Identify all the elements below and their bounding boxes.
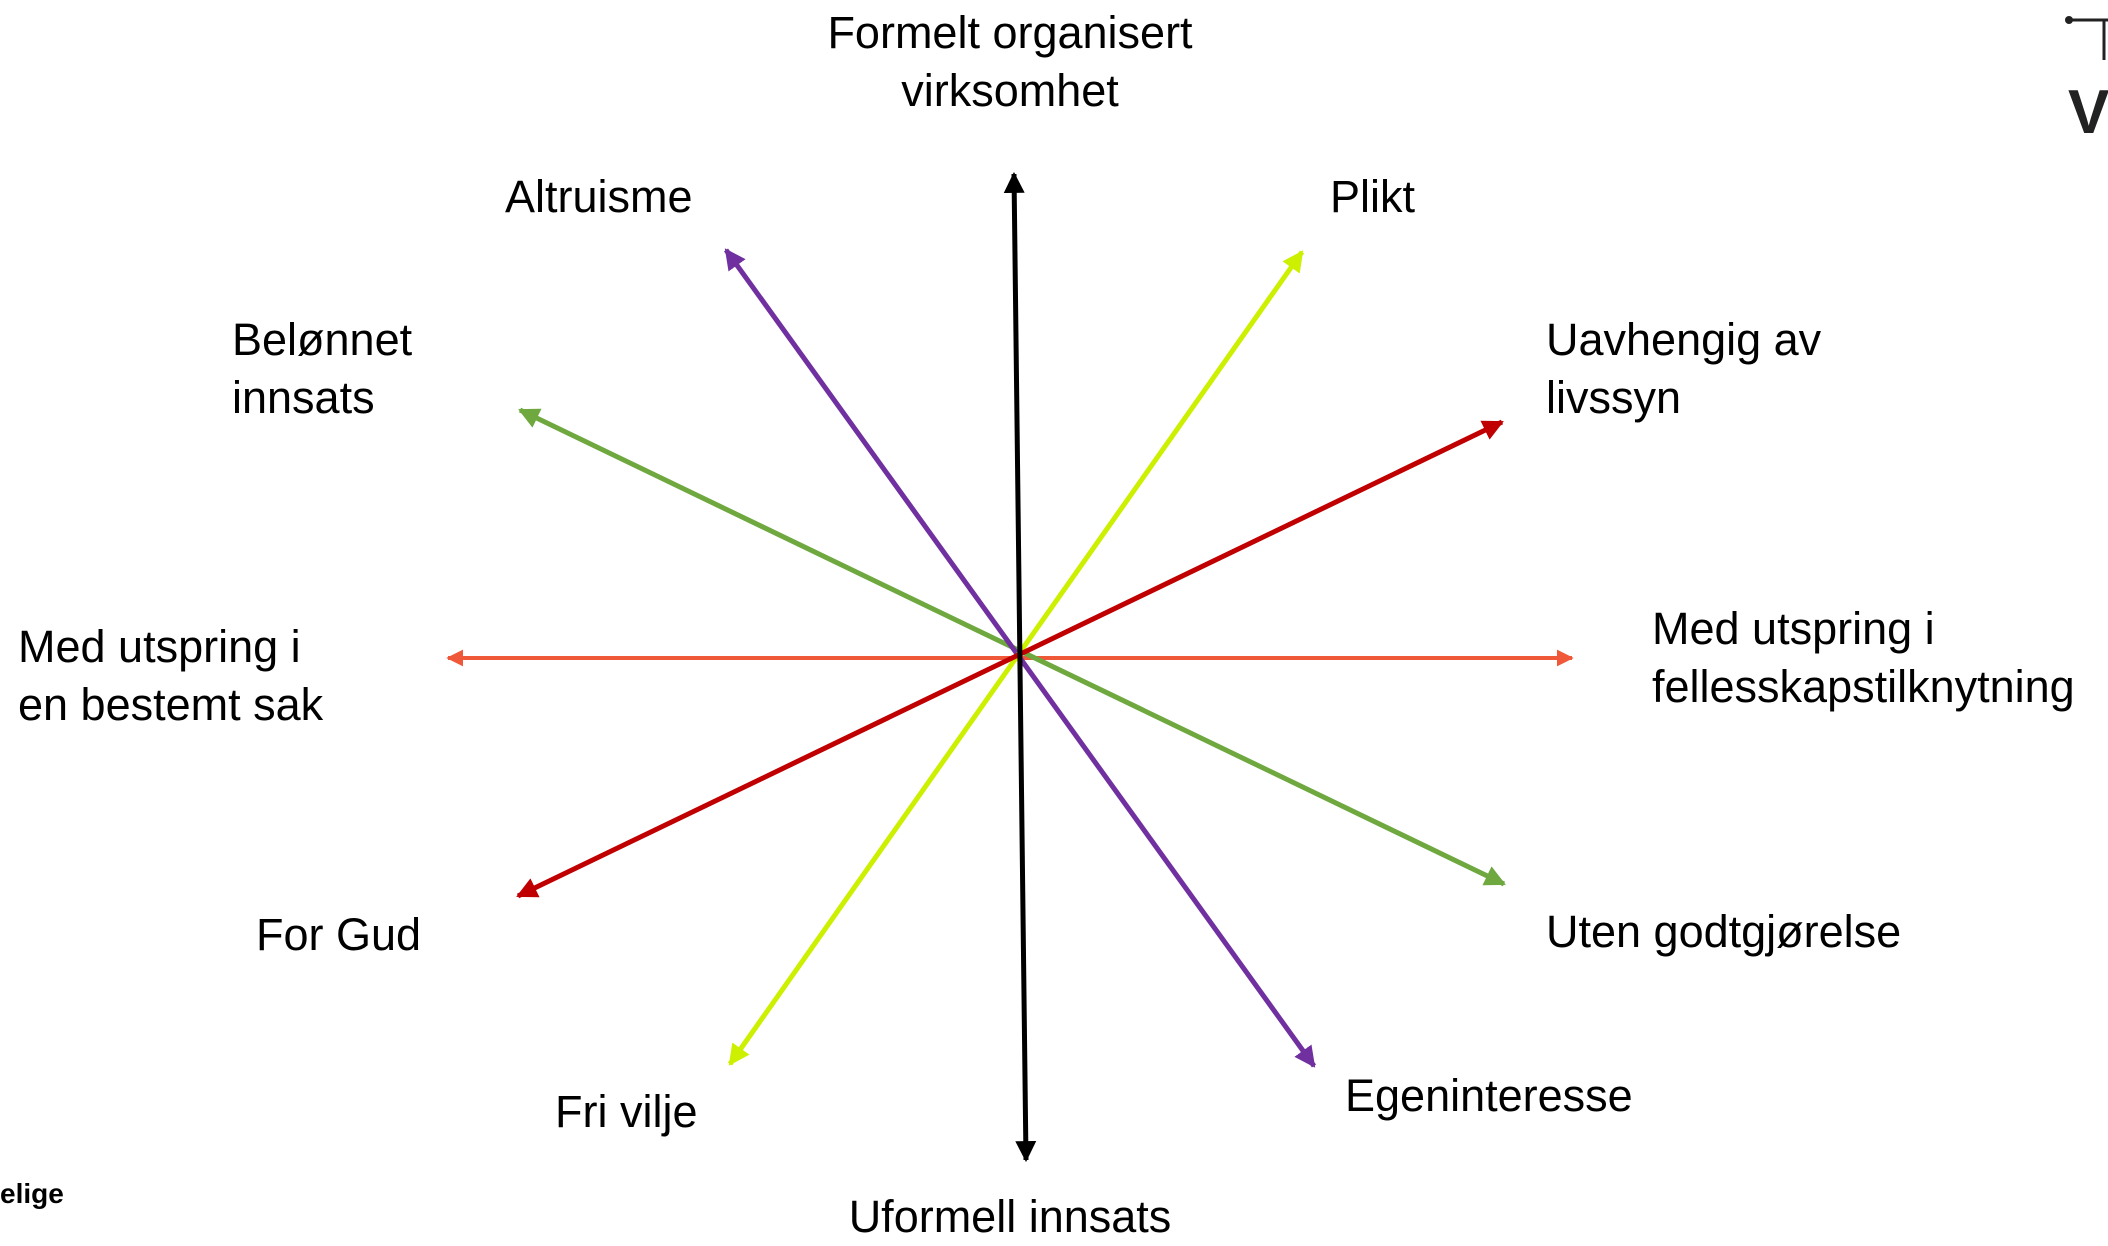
label-med-utspring-sak: Med utspring i en bestemt sak bbox=[18, 621, 324, 730]
footer-text-fragment: elige bbox=[0, 1178, 64, 1209]
label-uformell-innsats: Uformell innsats bbox=[848, 1191, 1172, 1242]
label-uavhengig-av-livssyn: Uavhengig av livssyn bbox=[1546, 314, 1822, 423]
axis-formelt-uformell bbox=[1003, 171, 1037, 1163]
label-altruisme: Altruisme bbox=[505, 171, 693, 222]
label-plikt: Plikt bbox=[1330, 171, 1416, 222]
label-formelt-organisert: Formelt organisert virksomhet bbox=[827, 7, 1193, 116]
logo: V bbox=[2028, 0, 2108, 160]
label-med-utspring-fellesskap: Med utspring i fellesskapstilknytning bbox=[1652, 603, 2075, 712]
label-uten-godtgjorelse: Uten godtgjørelse bbox=[1546, 906, 1902, 957]
logo-mark-icon: V bbox=[2065, 16, 2108, 147]
svg-text:V: V bbox=[2068, 78, 2108, 147]
label-egeninteresse: Egeninteresse bbox=[1345, 1070, 1633, 1121]
label-for-gud: For Gud bbox=[256, 909, 422, 960]
label-fri-vilje: Fri vilje bbox=[555, 1086, 698, 1137]
label-belonnet-innsats: Belønnet innsats bbox=[232, 314, 413, 423]
